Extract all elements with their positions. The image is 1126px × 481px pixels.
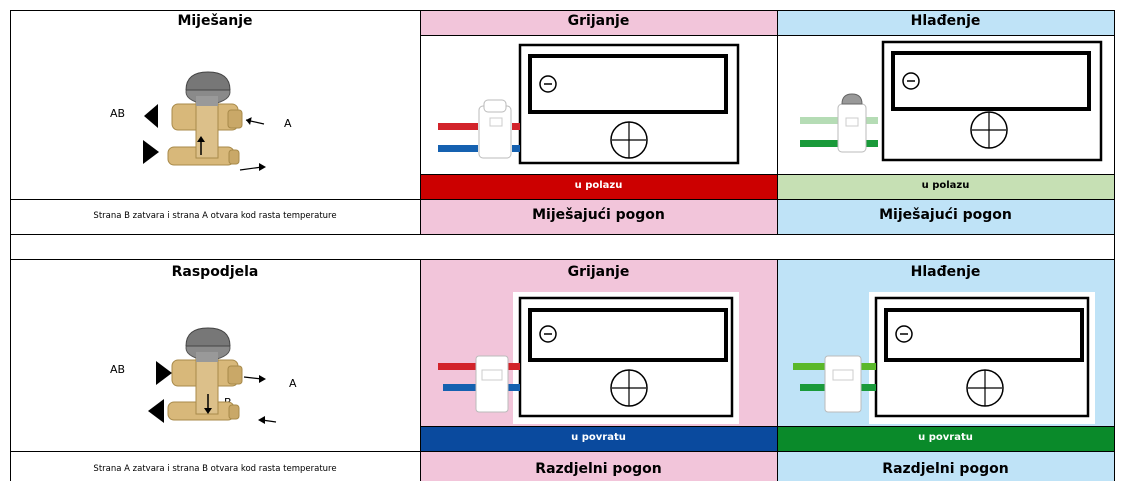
- s2-heating-footer: Razdjelni pogon: [535, 461, 662, 477]
- s1-label-ab: AB: [110, 107, 126, 120]
- s2-note: Strana A zatvara i strana B otvara kod r…: [93, 464, 337, 474]
- s1-heating-bar: [420, 174, 777, 199]
- s2-cooling-footer-bg: [777, 451, 1114, 481]
- s2-heating-bar: [420, 426, 777, 451]
- s1-cooling-title-bg: [777, 10, 1114, 35]
- s1-heating-bar-text: u polazu: [574, 180, 623, 191]
- s2-heating-footer-bg: [420, 451, 777, 481]
- s1-label-a: A: [284, 117, 292, 130]
- s1-heating-footer-bg: [420, 199, 777, 234]
- s2-cooling-title: Hlađenje: [910, 264, 981, 280]
- s1-note: Strana B zatvara i strana A otvara kod r…: [93, 211, 337, 221]
- s2-label-ab: AB: [110, 363, 126, 376]
- s1-valve-illustration: [143, 71, 266, 171]
- s1-cooling-title: Hlađenje: [910, 13, 981, 29]
- s2-heating-bar-text: u povratu: [571, 432, 626, 443]
- s1-title: Miješanje: [177, 13, 253, 29]
- s1-cooling-footer-bg: [777, 199, 1114, 234]
- s1-cooling-bar: [777, 174, 1114, 199]
- s1-cooling-bar-text: u polazu: [921, 180, 970, 191]
- s1-heating-title: Grijanje: [567, 13, 630, 29]
- s2-heating-title: Grijanje: [567, 264, 630, 280]
- s1-heating-title-bg: [420, 10, 777, 35]
- s2-cooling-footer: Razdjelni pogon: [882, 461, 1009, 477]
- s1-cooling-footer: Miješajući pogon: [879, 207, 1012, 223]
- s2-cooling-bar-text: u povratu: [918, 432, 973, 443]
- s1-heating-footer: Miješajući pogon: [532, 207, 665, 223]
- s2-cooling-bar: [777, 426, 1114, 451]
- s2-label-a: A: [289, 377, 297, 390]
- s2-title: Raspodjela: [171, 264, 259, 280]
- s2-valve-illustration: [148, 327, 277, 424]
